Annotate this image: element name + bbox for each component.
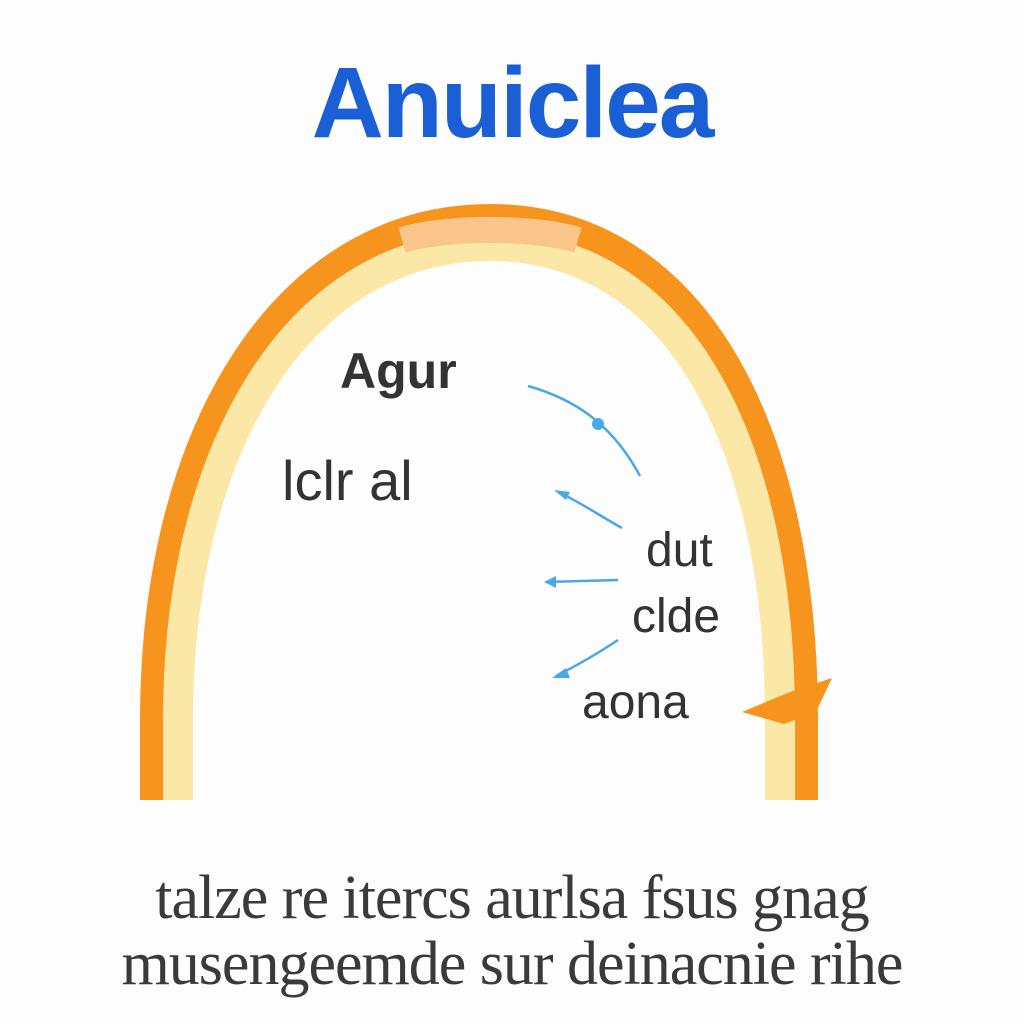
caption-line-1: talze re itercs aurlsa fsus gnag: [155, 864, 869, 932]
pointer-tip-2: [554, 490, 570, 500]
label-right-1: dut: [646, 524, 713, 577]
arch-top-band: [398, 216, 582, 253]
label-left: lclr al: [282, 449, 413, 512]
arch-inner-band: [163, 230, 795, 800]
pointer-dot-1: [592, 418, 604, 430]
label-right-3: aona: [582, 676, 689, 729]
pointer-line-3: [545, 578, 619, 584]
pointer-line-2: [557, 490, 623, 530]
label-top: Agur: [340, 343, 457, 399]
pointer-lines: [527, 384, 642, 678]
caption-line-2: musengeemde sur deinacnie rihe: [121, 930, 904, 998]
arch-outer-stroke: [140, 203, 818, 800]
pointer-tip-3: [544, 576, 556, 588]
diagram-title: Anuiclea: [311, 47, 715, 159]
label-right-2: clde: [632, 590, 720, 643]
pointer-tip-4: [552, 668, 570, 678]
arch-arrowhead: [742, 678, 832, 724]
pointer-line-1: [527, 384, 642, 477]
